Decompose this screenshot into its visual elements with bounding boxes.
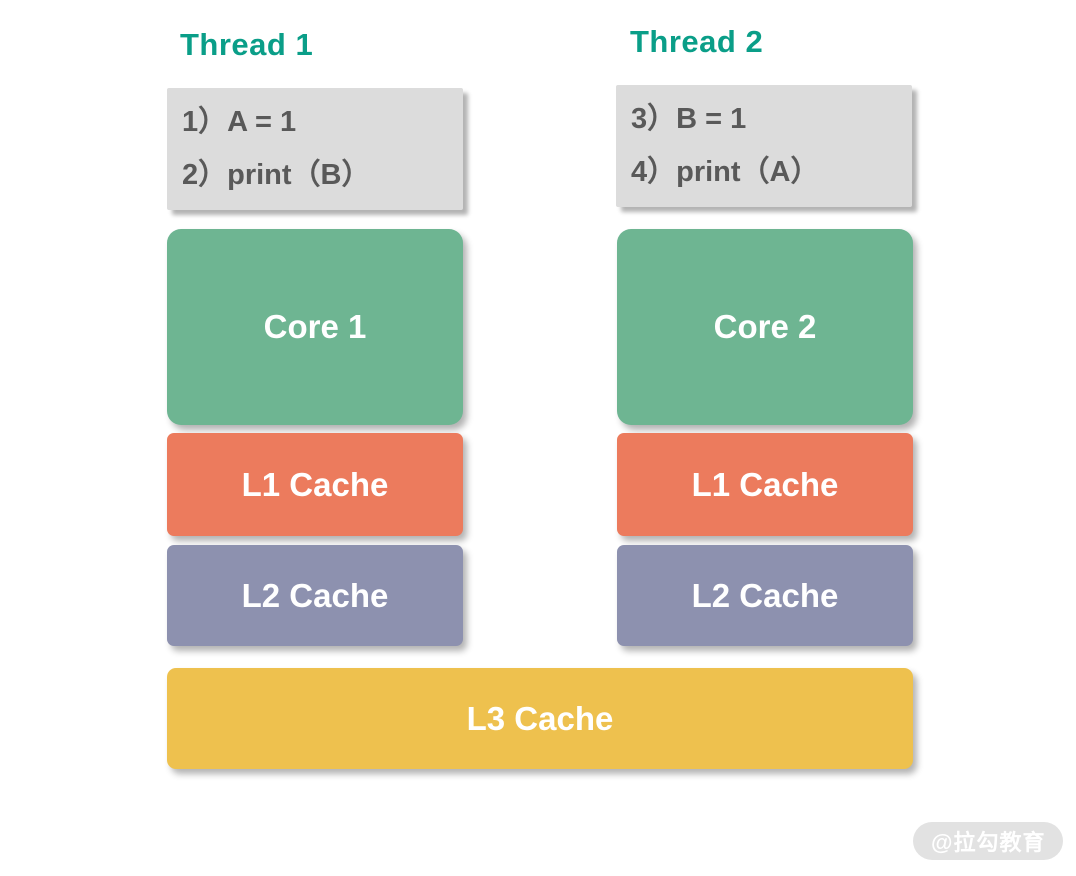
core-2-block: Core 2: [617, 229, 913, 425]
thread-1-title: Thread 1: [180, 27, 314, 62]
core-2-l1-cache-block: L1 Cache: [617, 433, 913, 536]
core-1-l2-cache-block: L2 Cache: [167, 545, 463, 646]
thread-1-code-box: 1）A = 1 2）print（B）: [167, 88, 463, 210]
watermark-badge: @拉勾教育: [913, 822, 1064, 860]
core-2-l2-cache-block: L2 Cache: [617, 545, 913, 646]
core-1-l1-cache-block: L1 Cache: [167, 433, 463, 536]
thread-2-code-line-1: 3）B = 1: [631, 103, 747, 136]
thread-1-code-line-1: 1）A = 1: [182, 106, 297, 139]
thread-2-title: Thread 2: [630, 24, 764, 59]
thread-1-code-line-2: 2）print（B）: [182, 159, 371, 192]
thread-2-code-box: 3）B = 1 4）print（A）: [616, 85, 912, 207]
thread-2-code-line-2: 4）print（A）: [631, 156, 820, 189]
shared-l3-cache-block: L3 Cache: [167, 668, 913, 769]
core-1-block: Core 1: [167, 229, 463, 425]
